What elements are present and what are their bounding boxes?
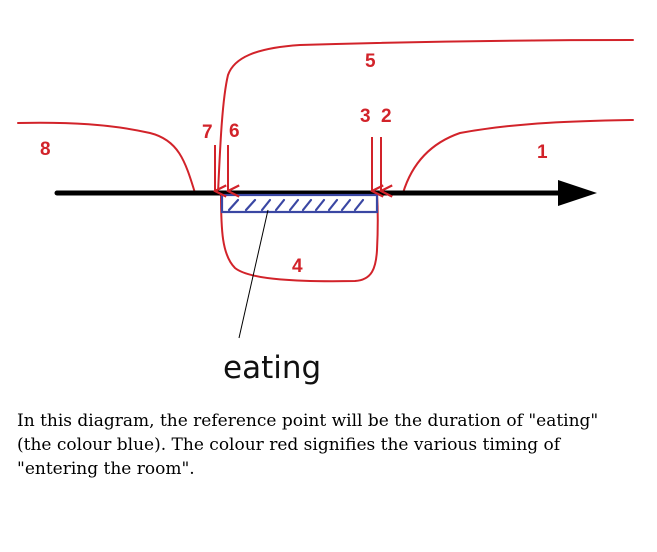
interval-8-curve: [17, 121, 196, 194]
interval-5-curve: [217, 39, 634, 194]
timeline-arrowhead: [558, 180, 597, 206]
label-5: 5: [365, 51, 376, 72]
label-3: 3: [360, 106, 371, 127]
interval-1-curve: [402, 119, 634, 194]
eating-label: eating: [223, 350, 321, 386]
label-1: 1: [537, 142, 548, 163]
interval-4-curve: [220, 192, 379, 283]
label-6: 6: [229, 121, 240, 142]
diagram-caption: In this diagram, the reference point wil…: [17, 411, 599, 479]
label-7: 7: [202, 122, 213, 143]
eating-period: [220, 193, 379, 214]
eating-pointer-line: [238, 209, 269, 339]
label-8: 8: [40, 139, 51, 160]
label-4: 4: [292, 256, 303, 277]
label-2: 2: [381, 106, 392, 127]
